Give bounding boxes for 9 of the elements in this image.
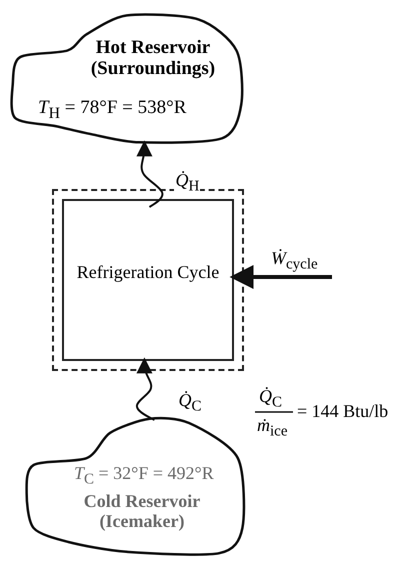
refrigeration-cycle-box (62, 199, 234, 361)
reservoir-title: Cold Reservoir (Icemaker) (82, 492, 202, 532)
edge-label: Ẇ$_{cycle}$ (270, 249, 319, 273)
temperature-text: T$_{C}$ = 32°F = 492°R (74, 464, 214, 488)
reservoir-title: Hot Reservoir (Surroundings) (90, 38, 216, 80)
system-boundary (52, 189, 244, 371)
cycle-label: Refrigeration Cycle (76, 263, 220, 283)
value-text: = 144 Btu/lb (296, 402, 390, 420)
temperature-text: T$_{H}$ = 78°F = 538°R (38, 98, 186, 122)
